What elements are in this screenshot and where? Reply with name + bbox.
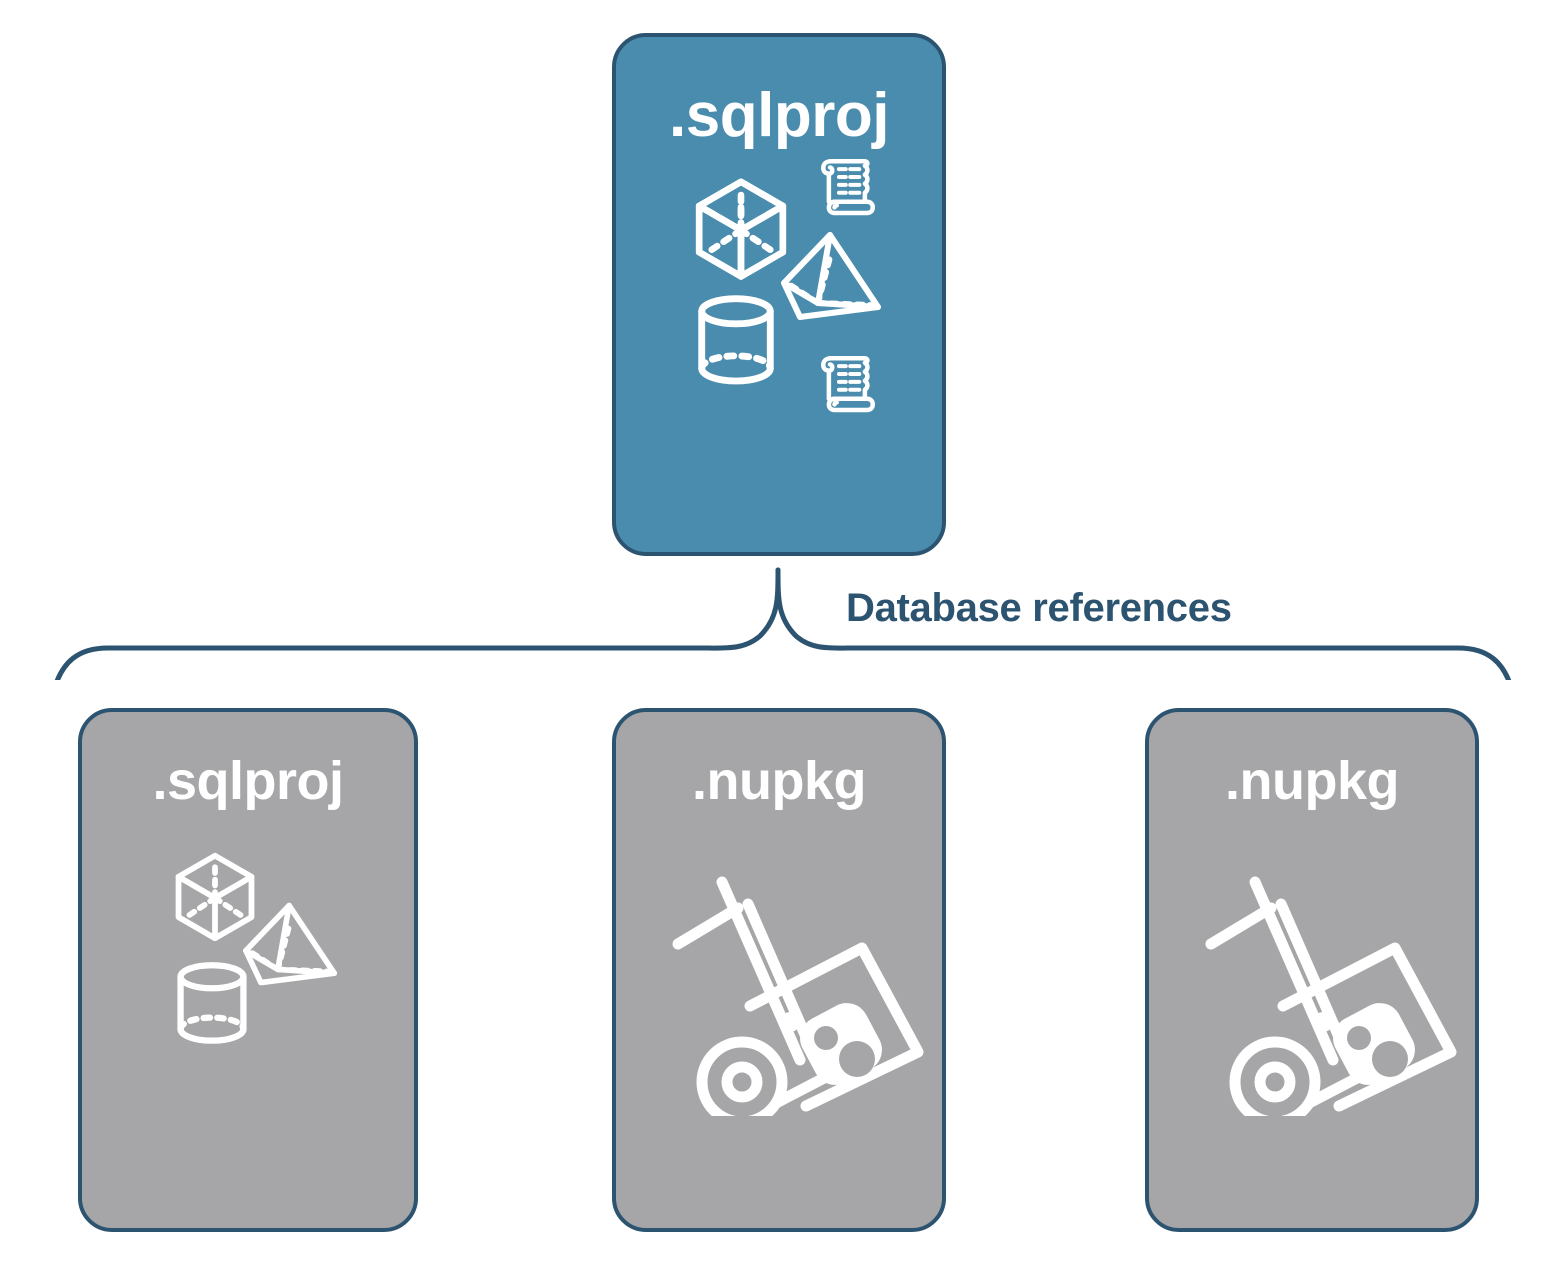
cube-icon xyxy=(695,178,787,280)
node-reference-icons xyxy=(616,808,942,1228)
node-reference-sqlproj[interactable]: .sqlproj xyxy=(78,708,418,1232)
node-root-sqlproj[interactable]: .sqlproj xyxy=(612,33,946,556)
node-reference-nupkg-2[interactable]: .nupkg xyxy=(1145,708,1479,1232)
cube-icon xyxy=(175,852,255,942)
database-references-brace xyxy=(54,567,1512,680)
hand-truck-package-icon xyxy=(672,876,924,1116)
node-reference-nupkg-1[interactable]: .nupkg xyxy=(612,708,946,1232)
scroll-icon xyxy=(821,159,875,216)
cylinder-icon xyxy=(698,295,774,385)
node-reference-title: .nupkg xyxy=(692,751,866,811)
cylinder-icon xyxy=(177,962,247,1044)
scroll-icon xyxy=(821,356,875,413)
node-root-title: .sqlproj xyxy=(669,81,889,150)
node-reference-title: .nupkg xyxy=(1225,751,1399,811)
pyramid-icon xyxy=(243,902,338,986)
pyramid-icon xyxy=(781,232,881,320)
connector-label: Database references xyxy=(846,586,1232,630)
node-reference-title: .sqlproj xyxy=(152,751,344,811)
hand-truck-package-icon xyxy=(1205,876,1457,1116)
node-root-icons xyxy=(616,147,942,552)
node-reference-icons xyxy=(82,808,414,1228)
node-reference-icons xyxy=(1149,808,1475,1228)
